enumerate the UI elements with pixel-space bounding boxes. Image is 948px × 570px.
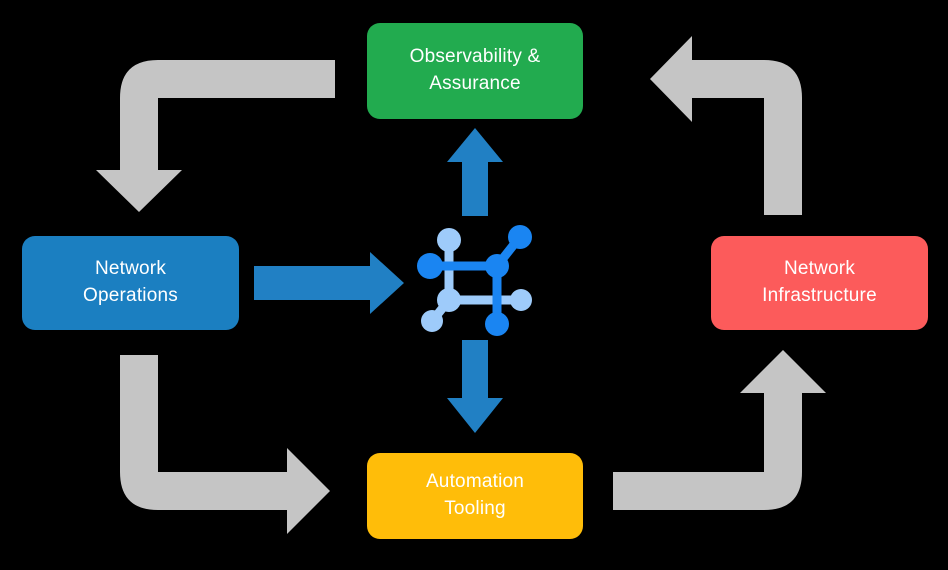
node-network-operations[interactable]: Network Operations <box>22 236 239 330</box>
node-label-network-operations: Network Operations <box>83 258 178 306</box>
node-observability-and-assurance[interactable]: Observability & Assurance <box>367 23 583 119</box>
node-network-infrastructure[interactable]: Network Infrastructure <box>711 236 928 330</box>
node-automation-tooling[interactable]: Automation Tooling <box>367 453 583 539</box>
arrow-center-to-observability <box>447 128 503 216</box>
arrow-operations-to-center <box>254 252 404 314</box>
arrow-tooling-to-infrastructure <box>613 350 826 510</box>
node-label-network-infrastructure: Network Infrastructure <box>762 258 877 306</box>
arrow-operations-to-tooling <box>120 355 330 534</box>
arrow-infrastructure-to-observability <box>650 36 802 215</box>
node-label-observability: Observability & Assurance <box>409 46 541 94</box>
arrow-center-to-tooling <box>447 340 503 433</box>
arrow-observability-to-operations <box>96 60 335 212</box>
node-label-automation-tooling: Automation Tooling <box>425 471 525 519</box>
